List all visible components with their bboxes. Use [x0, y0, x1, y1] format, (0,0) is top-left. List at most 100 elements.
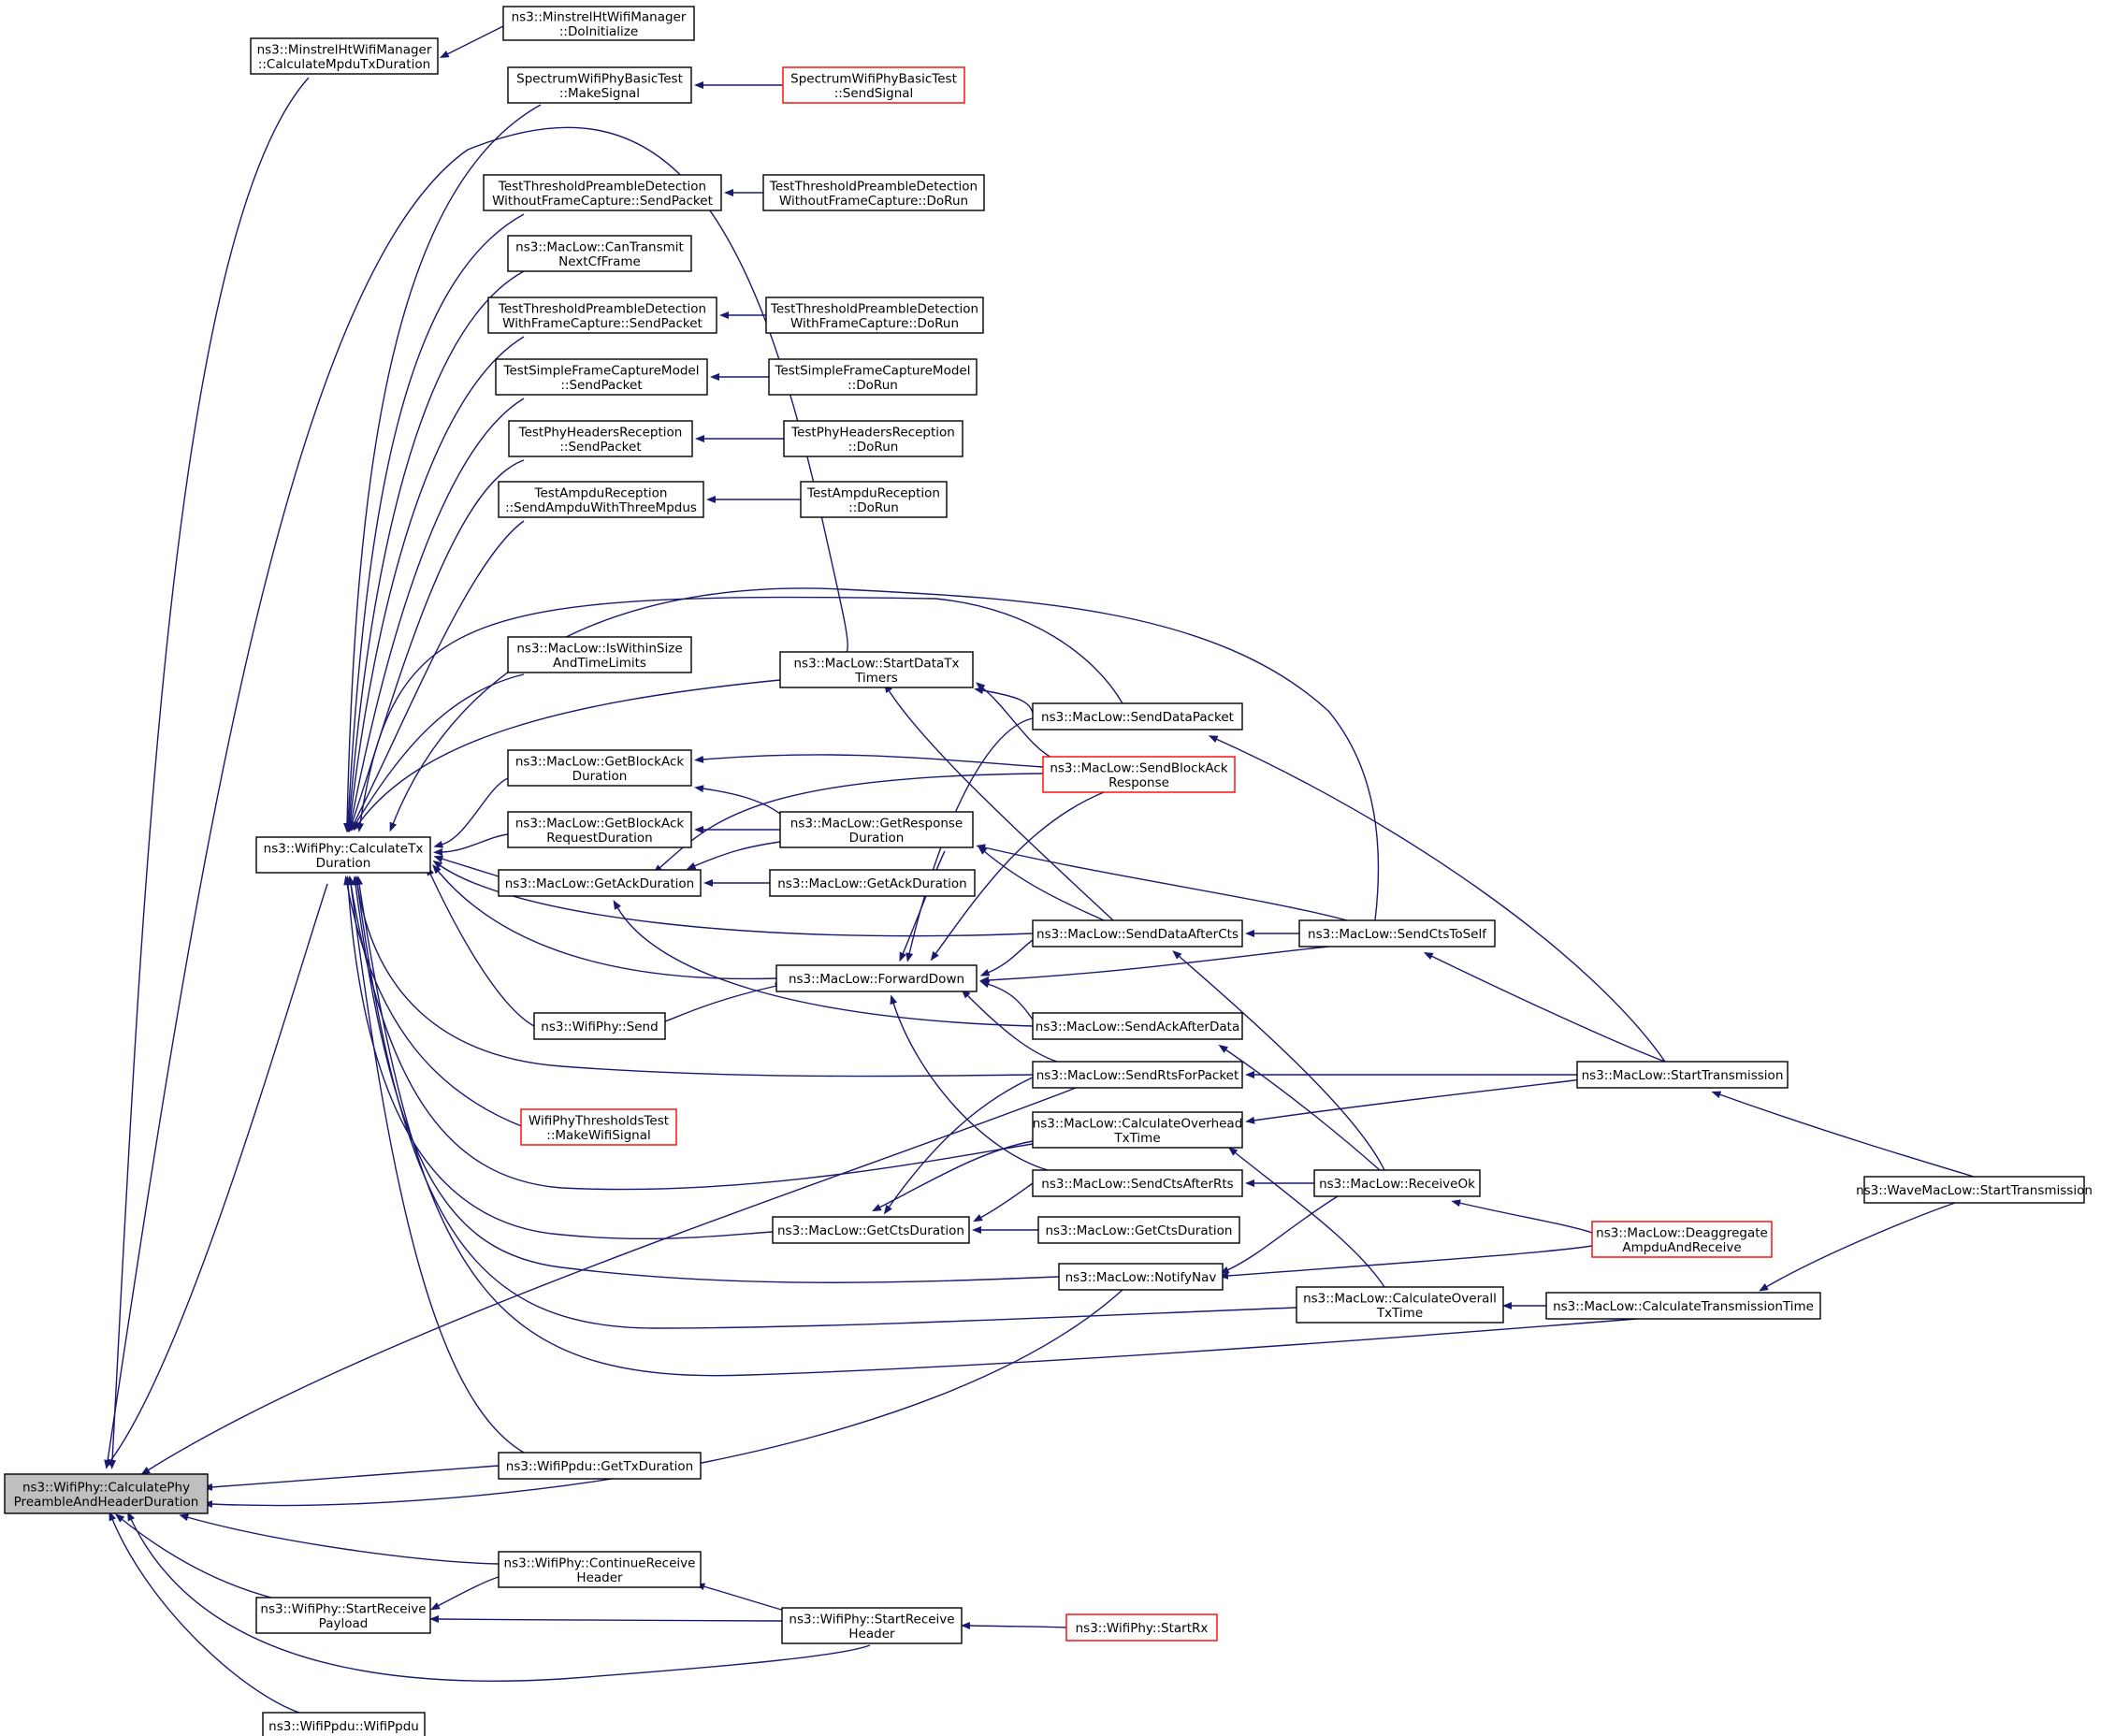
node-box: [1591, 1221, 1773, 1258]
node-label: TestSimpleFrameCaptureModel: [503, 363, 700, 378]
node-label: ns3::MacLow::GetResponse: [790, 816, 963, 831]
edge-n46-to-n45: [430, 1576, 500, 1611]
edge-n30-to-n24: [613, 900, 1034, 1027]
edge-n8-to-n3: [345, 270, 525, 832]
node-n11[interactable]: TestSimpleFrameCaptureModel::SendPacket: [495, 358, 708, 396]
node-box: [507, 235, 692, 272]
node-n10[interactable]: TestThresholdPreambleDetectionWithFrameC…: [765, 297, 984, 334]
edge-n31-to-n28: [961, 989, 1058, 1063]
node-label: ns3::MacLow::IsWithinSize: [516, 641, 682, 656]
node-n49[interactable]: ns3::WifiPpdu::WifiPpdu: [262, 1712, 426, 1736]
node-n6[interactable]: TestThresholdPreambleDetectionWithoutFra…: [483, 174, 722, 211]
node-n0[interactable]: ns3::WifiPhy::CalculatePhyPreambleAndHea…: [4, 1473, 209, 1514]
edge-n21-to-n24: [653, 773, 1044, 874]
node-label: SpectrumWifiPhyBasicTest: [516, 71, 683, 86]
node-box: [262, 1712, 426, 1736]
node-n48[interactable]: ns3::WifiPhy::StartRx: [1065, 1613, 1218, 1642]
node-label: ns3::MacLow::ReceiveOk: [1319, 1177, 1475, 1192]
node-label: ns3::MacLow::SendDataAfterCts: [1036, 927, 1239, 942]
node-n5[interactable]: SpectrumWifiPhyBasicTest::SendSignal: [782, 66, 965, 104]
node-n27[interactable]: ns3::MacLow::SendCtsToSelf: [1298, 919, 1496, 948]
node-n29[interactable]: ns3::WifiPhy::Send: [533, 1012, 666, 1040]
node-label: TestPhyHeadersReception: [790, 425, 955, 440]
node-n13[interactable]: TestPhyHeadersReception::SendPacket: [508, 420, 693, 457]
node-box: [782, 66, 965, 104]
node-label: ns3::MacLow::GetCtsDuration: [1045, 1223, 1232, 1238]
node-label: ::SendPacket: [559, 440, 641, 455]
node-n41[interactable]: ns3::MacLow::NotifyNav: [1058, 1263, 1224, 1291]
edge-n36-to-n26: [1172, 950, 1385, 1171]
node-label: ::SendPacket: [560, 378, 642, 393]
node-label: Header: [848, 1627, 895, 1642]
node-label: ns3::MacLow::StartDataTx: [793, 656, 959, 671]
node-n25[interactable]: ns3::MacLow::GetAckDuration: [769, 869, 976, 897]
node-label: ns3::WifiPhy::ContinueReceive: [504, 1555, 696, 1570]
node-n37[interactable]: ns3::WaveMacLow::StartTransmission: [1856, 1176, 2093, 1204]
node-box: [765, 297, 984, 334]
node-n44[interactable]: ns3::WifiPpdu::GetTxDuration: [498, 1452, 702, 1480]
edge-n35-to-n38: [973, 1182, 1034, 1222]
node-label: Duration: [572, 769, 628, 784]
edge-n32-to-n34: [1245, 1074, 1619, 1124]
node-n24[interactable]: ns3::MacLow::GetAckDuration: [498, 869, 702, 897]
node-n35[interactable]: ns3::MacLow::SendCtsAfterRts: [1032, 1169, 1243, 1197]
node-n9[interactable]: TestThresholdPreambleDetectionWithFrameC…: [487, 297, 717, 334]
edge-n26-to-n23: [978, 846, 1105, 921]
node-n31[interactable]: ns3::MacLow::SendRtsForPacket: [1032, 1061, 1243, 1089]
node-box: [483, 174, 722, 211]
node-n38[interactable]: ns3::MacLow::GetCtsDuration: [772, 1216, 970, 1244]
node-box: [533, 1012, 666, 1040]
node-n36[interactable]: ns3::MacLow::ReceiveOk: [1313, 1169, 1481, 1197]
node-n26[interactable]: ns3::MacLow::SendDataAfterCts: [1032, 919, 1243, 948]
node-n33[interactable]: WifiPhyThresholdsTest::MakeWifiSignal: [520, 1108, 677, 1146]
node-n15[interactable]: TestAmpduReception::SendAmpduWithThreeMp…: [498, 481, 704, 518]
node-n32[interactable]: ns3::MacLow::StartTransmission: [1576, 1061, 1789, 1089]
node-label: TestThresholdPreambleDetection: [498, 301, 706, 316]
node-label: ns3::MacLow::SendCtsToSelf: [1308, 927, 1487, 942]
node-box: [1576, 1061, 1789, 1089]
node-label: ns3::MacLow::StartTransmission: [1582, 1068, 1784, 1083]
node-n4[interactable]: SpectrumWifiPhyBasicTest::MakeSignal: [507, 66, 692, 104]
edge-n1-to-n0: [109, 77, 310, 1469]
node-box: [1065, 1613, 1218, 1642]
node-n1[interactable]: ns3::MinstrelHtWifiManager::CalculateMpd…: [250, 37, 439, 75]
node-n39[interactable]: ns3::MacLow::GetCtsDuration: [1037, 1216, 1240, 1244]
node-n43[interactable]: ns3::MacLow::CalculateTransmissionTime: [1545, 1292, 1821, 1320]
node-box: [779, 651, 974, 688]
node-n2[interactable]: ns3::MinstrelHtWifiManager::DoInitialize: [502, 6, 695, 41]
node-box: [1545, 1292, 1821, 1320]
edge-n45-to-n0: [179, 1513, 500, 1565]
node-label: Header: [576, 1570, 623, 1585]
node-n30[interactable]: ns3::MacLow::SendAckAfterData: [1032, 1012, 1243, 1040]
node-label: WifiPhyThresholdsTest: [529, 1113, 669, 1128]
edge-n34-to-n38: [872, 1140, 1034, 1212]
edge-n42-to-n3: [354, 875, 1297, 1329]
node-n19[interactable]: ns3::MacLow::SendDataPacket: [1032, 702, 1243, 731]
node-n28[interactable]: ns3::MacLow::ForwardDown: [775, 964, 978, 992]
node-box: [487, 297, 717, 334]
node-n7[interactable]: TestThresholdPreambleDetectionWithoutFra…: [762, 174, 985, 211]
node-label: ns3::WifiPhy::CalculateTx: [264, 841, 424, 856]
node-n14[interactable]: TestPhyHeadersReception::DoRun: [783, 420, 963, 457]
edge-n30-to-n28: [979, 980, 1034, 1020]
node-label: ns3::WifiPhy::StartRx: [1076, 1621, 1209, 1636]
node-box: [1032, 1169, 1243, 1197]
node-n12[interactable]: TestSimpleFrameCaptureModel::DoRun: [768, 358, 978, 396]
node-n16[interactable]: TestAmpduReception::DoRun: [800, 481, 948, 518]
node-label: ns3::MinstrelHtWifiManager: [257, 42, 432, 57]
